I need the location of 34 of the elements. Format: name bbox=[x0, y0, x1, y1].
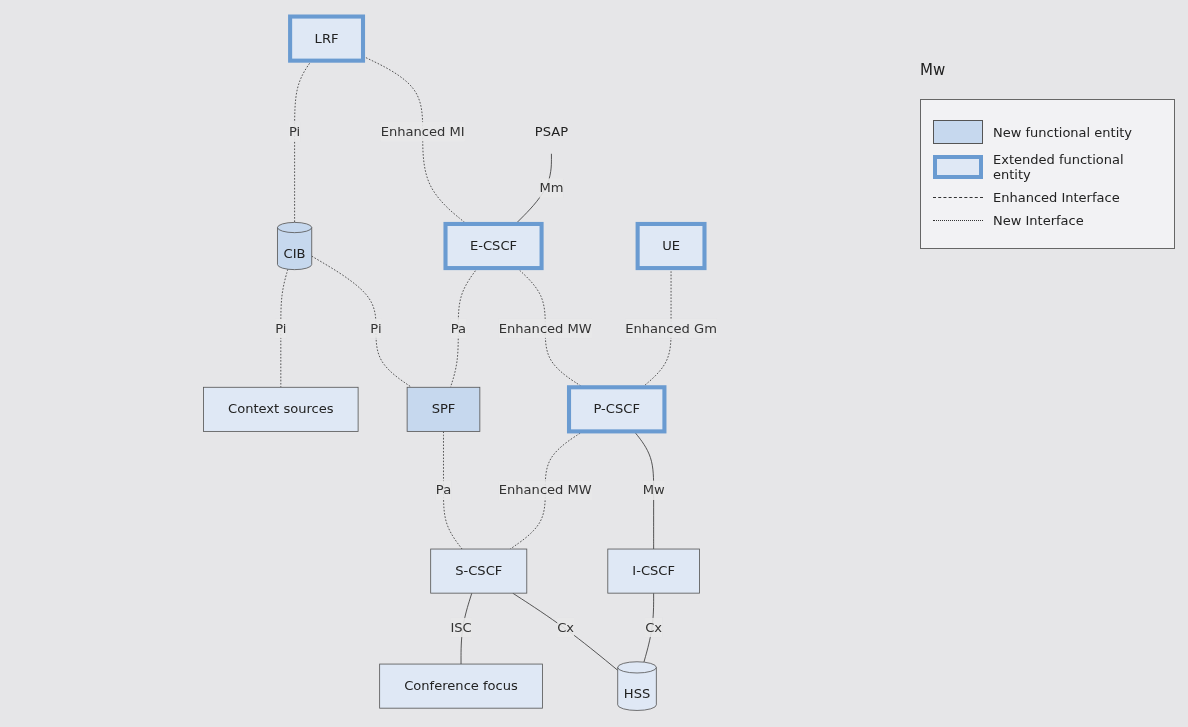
edge-label: Enhanced MW bbox=[498, 320, 592, 336]
edge-label: Enhanced MI bbox=[380, 123, 465, 140]
edge-label: Mw bbox=[642, 482, 665, 498]
edge-label: Pa bbox=[435, 482, 451, 498]
interface-label: Mw bbox=[920, 61, 946, 79]
node-box: SPF bbox=[406, 386, 481, 432]
node-box: Conference focus bbox=[379, 663, 543, 709]
edge-label: Cx bbox=[556, 619, 574, 635]
connector bbox=[643, 592, 654, 663]
node-box: P-CSCF bbox=[566, 385, 667, 434]
node-box: Context sources bbox=[202, 386, 359, 432]
connector bbox=[512, 592, 618, 671]
connector bbox=[460, 592, 472, 665]
edge-label: Pi bbox=[274, 320, 287, 336]
edge-label: Pa bbox=[450, 320, 466, 336]
node-box: LRF bbox=[287, 14, 365, 63]
edge-label: Enhanced Gm bbox=[625, 320, 717, 336]
node-box: E-CSCF bbox=[443, 221, 544, 271]
node-box: I-CSCF bbox=[607, 548, 700, 594]
edge-label: ISC bbox=[450, 619, 472, 635]
connector bbox=[311, 255, 412, 388]
node-text: PSAP bbox=[534, 123, 568, 140]
connector bbox=[280, 268, 289, 388]
edge-label: Cx bbox=[645, 619, 662, 635]
edge-label: Mm bbox=[539, 179, 564, 196]
legend-text: New Interface bbox=[993, 213, 1084, 228]
legend-text: Extended functional entity bbox=[993, 152, 1125, 182]
edge-label: Pi bbox=[288, 123, 301, 140]
legend-text: Enhanced Interface bbox=[993, 190, 1120, 205]
edge-label: Enhanced MW bbox=[498, 482, 592, 498]
node-box: UE bbox=[635, 221, 707, 271]
node-box: S-CSCF bbox=[430, 548, 527, 594]
edge-label: Pi bbox=[370, 320, 382, 336]
legend-text: New functional entity bbox=[993, 124, 1133, 140]
